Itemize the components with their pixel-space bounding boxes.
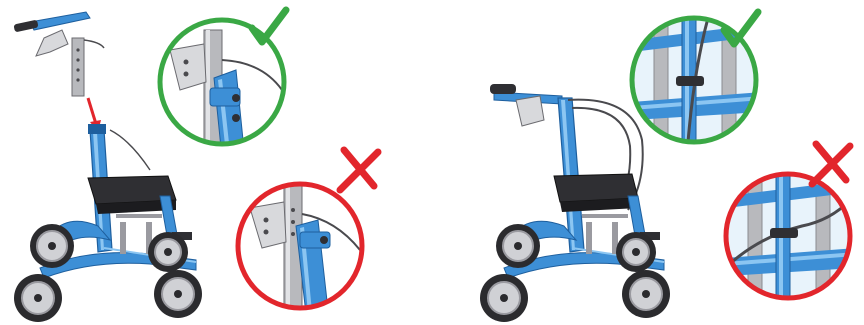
correct-cable-routing-detail [632, 12, 762, 142]
incorrect-cable-routing-detail [726, 144, 856, 298]
cross-icon [812, 144, 850, 184]
cross-icon [340, 150, 378, 190]
left-illustration-panel [0, 0, 432, 325]
correct-insertion-detail [160, 10, 286, 180]
rear-right-wheel [616, 232, 656, 272]
rear-left-wheel [496, 224, 540, 268]
front-left-wheel [14, 274, 62, 322]
incorrect-insertion-detail [238, 150, 378, 325]
rear-left-wheel [30, 224, 74, 268]
front-right-wheel [154, 270, 202, 318]
rollator-cable-routing-illustration [432, 0, 864, 325]
detached-handle-post [13, 12, 104, 96]
right-illustration-panel [432, 0, 864, 325]
front-left-wheel [480, 274, 528, 322]
front-right-wheel [622, 270, 670, 318]
rear-right-wheel [148, 232, 188, 272]
rollator-handle-insertion-illustration [0, 0, 432, 325]
checkmark-icon [252, 10, 286, 42]
